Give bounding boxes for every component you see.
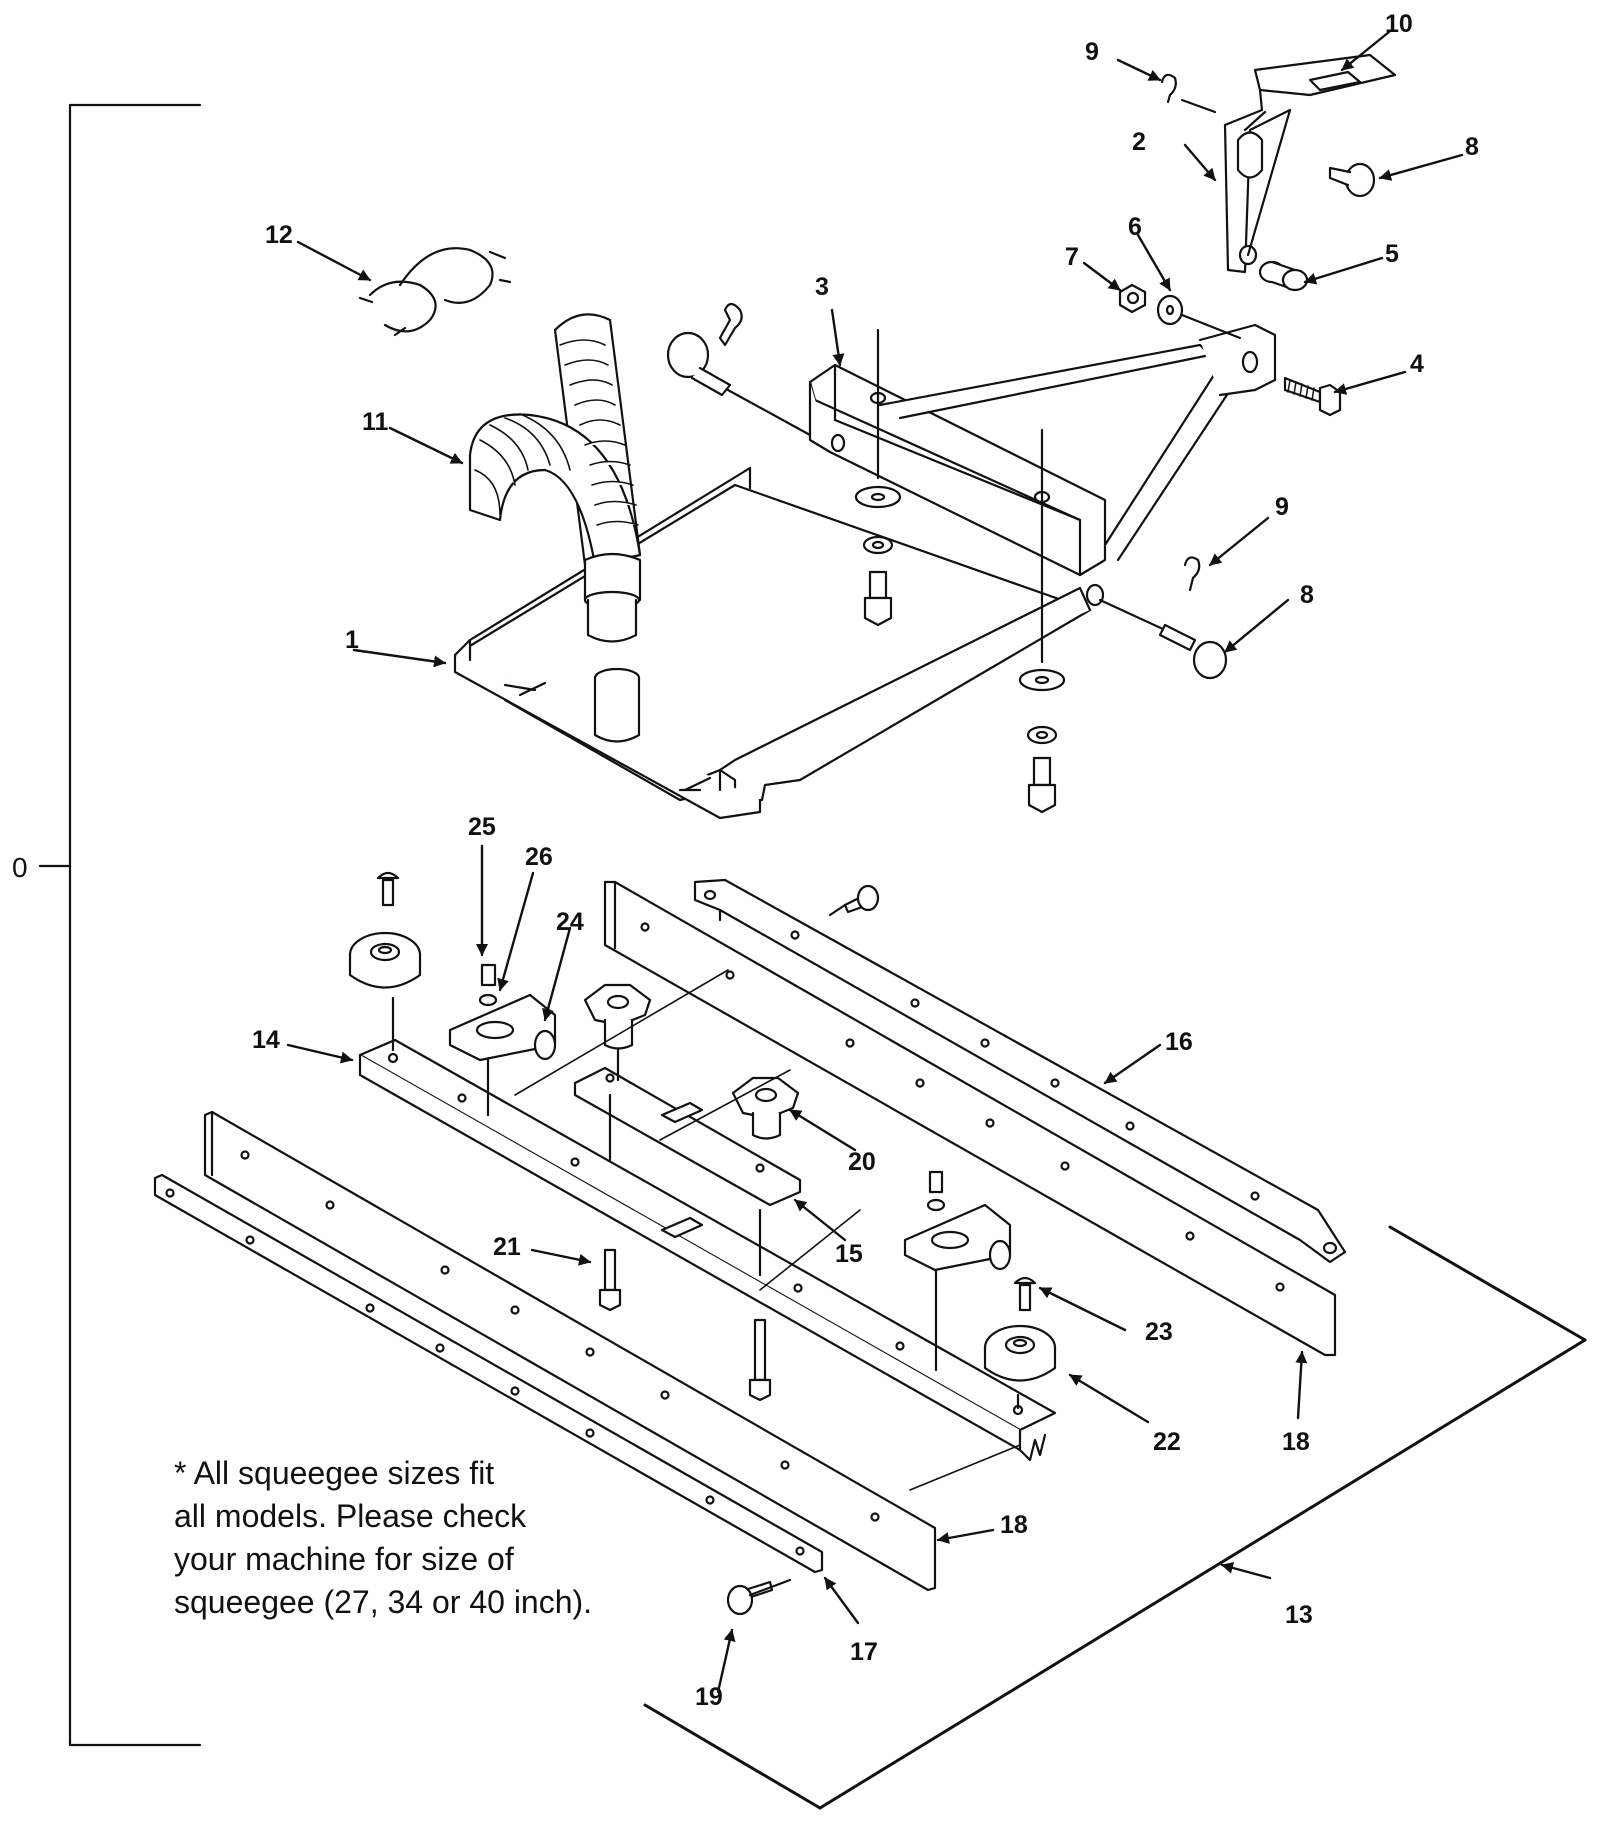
hitch-pin-right: [1098, 556, 1228, 680]
bracket-label: 0: [12, 852, 28, 883]
height-bracket: [1160, 53, 1397, 292]
squeegee-strip-front: [203, 1110, 937, 1592]
callout-26: 26: [525, 843, 553, 871]
squeegee-wheel-left: [348, 871, 422, 1052]
squeegee-base-rail: [358, 1038, 1057, 1462]
callout-15: 15: [835, 1240, 863, 1268]
callout-11: 11: [362, 408, 389, 436]
hose-clamp: [358, 247, 512, 337]
note-line: your machine for size of: [174, 1541, 514, 1577]
callout-24: 24: [556, 908, 584, 936]
callout-16: 16: [1165, 1028, 1193, 1056]
note-line: squeegee (27, 34 or 40 inch).: [174, 1584, 593, 1620]
assembly-bracket: [38, 103, 202, 1747]
floor-plane: [643, 1225, 1587, 1810]
frame-hardware-stack-right: [1018, 428, 1066, 814]
callout-12: 12: [265, 221, 293, 249]
callout-19: 19: [695, 1683, 723, 1711]
callout-18-front: 18: [1000, 1511, 1028, 1539]
squeegee-size-note: * All squeegee sizes fit all models. Ple…: [174, 1452, 694, 1624]
callout-arrows: [286, 30, 1464, 1694]
callout-3: 3: [815, 273, 829, 301]
callout-18-rear: 18: [1282, 1428, 1310, 1456]
tow-frame: [808, 323, 1277, 607]
adjustment-bolts: [598, 1093, 772, 1402]
adjustment-knob-left: [583, 983, 652, 1082]
caster-bracket-left: [448, 963, 557, 1117]
callout-4: 4: [1410, 350, 1424, 378]
adjustment-bar: [573, 1066, 802, 1239]
callout-14: 14: [252, 1026, 280, 1054]
vacuum-hose: [468, 313, 642, 643]
callout-10: 10: [1385, 10, 1413, 38]
blade-screws: [726, 884, 880, 1616]
callout-8-right: 8: [1300, 581, 1314, 609]
nut-washer-bolt-4-6-7: [1118, 283, 1342, 417]
callout-2: 2: [1132, 128, 1146, 156]
callout-13: 13: [1285, 1601, 1313, 1629]
squeegee-wheel-right: [983, 1276, 1057, 1410]
squeegee-blade-rear: [693, 878, 1347, 1264]
callout-6: 6: [1128, 213, 1142, 241]
adjustment-knob-right: [731, 1076, 800, 1140]
hitch-pin-left: [666, 302, 812, 437]
callout-9-top: 9: [1085, 38, 1099, 66]
squeegee-strip-rear: [603, 880, 1337, 1357]
frame-hardware-stack-left: [854, 328, 902, 627]
squeegee-mount-frame: [453, 466, 1092, 820]
callout-17: 17: [850, 1638, 878, 1666]
callout-8-top: 8: [1465, 133, 1479, 161]
caster-bracket-right: [903, 1170, 1012, 1372]
callout-23: 23: [1145, 1318, 1173, 1346]
note-line: all models. Please check: [174, 1498, 527, 1534]
callout-21: 21: [493, 1233, 521, 1261]
alignment-lines: [514, 969, 1021, 1491]
callout-5: 5: [1385, 240, 1399, 268]
callout-labels: 1 2 3 4 5 6 7 8 8 9 9 10 11 12 13 14 15 …: [252, 10, 1479, 1711]
callout-9-right: 9: [1275, 493, 1289, 521]
callout-25: 25: [468, 813, 496, 841]
callout-20: 20: [848, 1148, 876, 1176]
callout-1: 1: [345, 626, 359, 654]
callout-22: 22: [1153, 1428, 1181, 1456]
note-line: * All squeegee sizes fit: [174, 1455, 495, 1491]
callout-7: 7: [1065, 243, 1079, 271]
squeegee-blade-front: [153, 1173, 824, 1574]
